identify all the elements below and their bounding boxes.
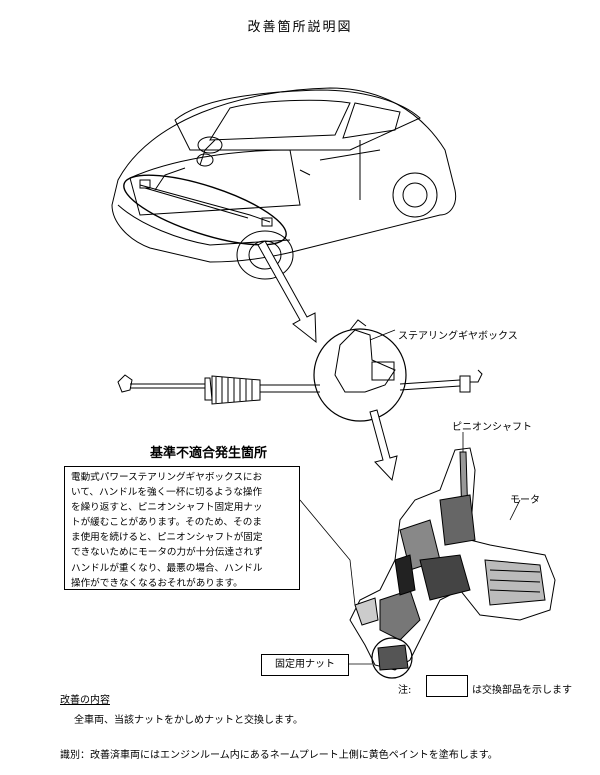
description-line: を繰り返すと、ピニオンシャフト固定用ナッ [71,502,263,514]
note-text: は交換部品を示します [472,685,572,696]
label-lock-nut: 固定用ナット [261,654,349,676]
improvement-heading: 改善の内容 [60,695,110,706]
description-line: ま使用を続けると、ピニオンシャフトが固定 [71,532,263,544]
description-line: ハンドルが重くなり、最悪の場合、ハンドル [71,562,263,574]
label-steering-gearbox: ステアリングギヤボックス [398,331,518,342]
gearbox-cross-section [349,447,556,679]
zoom-arrow-2 [369,409,398,482]
description-line: 操作ができなくなるおそれがあります。 [71,577,243,589]
car-illustration [111,87,457,280]
leader-lines [299,329,521,665]
description-line: トが緩むことがあります。そのため、そのま [71,517,262,529]
label-motor: モータ [510,495,540,506]
page-title: 改善箇所説明図 [247,20,353,35]
zoom-arrow-1 [257,240,317,344]
nonconformity-description-box: 電動式パワーステアリングギヤボックスにお いて、ハンドルを強く一杯に切るような操… [64,466,300,590]
label-pinion-shaft: ピニオンシャフト [452,422,532,433]
description-line: いて、ハンドルを強く一杯に切るような操作 [71,487,263,499]
description-line: できないためにモータの力が十分伝達されず [71,547,263,559]
identification-text: 識別：改善済車両にはエンジンルーム内にあるネームプレート上側に黄色ペイントを塗布… [60,750,498,761]
note-legend-box [426,675,468,697]
nonconformity-heading: 基準不適合発生箇所 [150,446,268,461]
improvement-text: 全車両、当該ナットをかしめナットと交換します。 [74,715,303,726]
steering-rack-illustration [117,319,483,422]
note-label: 注: [398,685,412,696]
description-line: 電動式パワーステアリングギヤボックスにお [71,472,263,483]
